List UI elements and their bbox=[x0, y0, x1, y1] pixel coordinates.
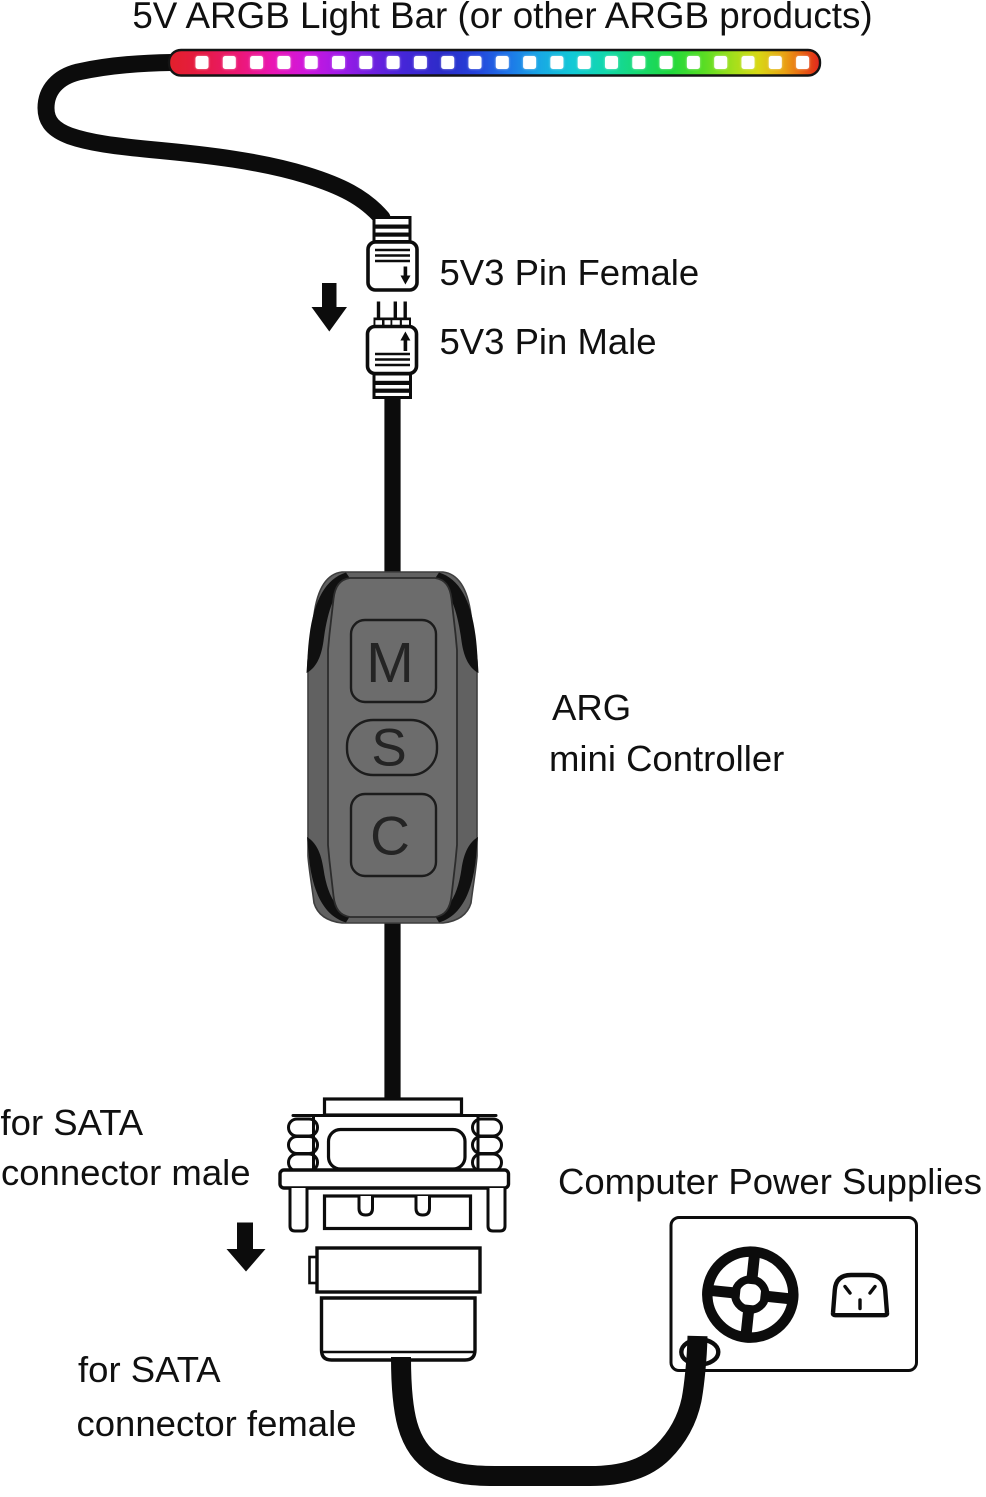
svg-text:C: C bbox=[370, 805, 410, 867]
svg-text:S: S bbox=[371, 719, 406, 778]
svg-text:M: M bbox=[366, 631, 413, 695]
